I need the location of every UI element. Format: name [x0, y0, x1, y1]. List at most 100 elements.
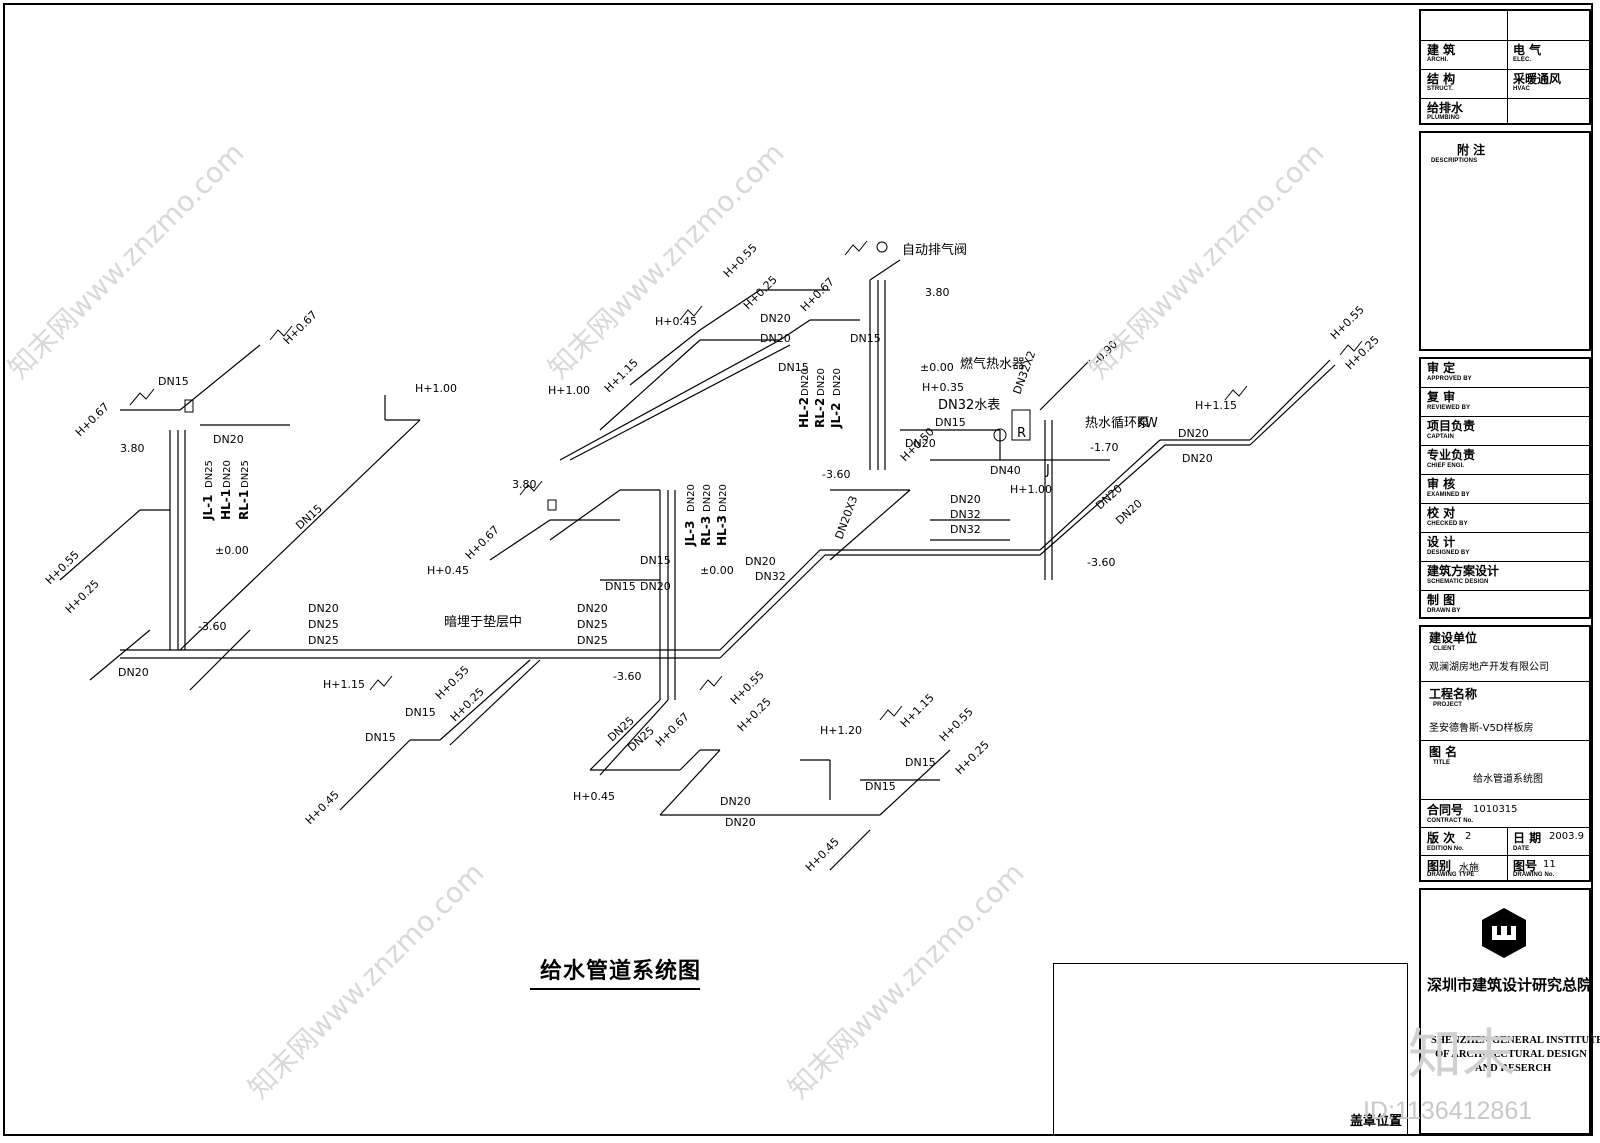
- label-dn20: DN20: [832, 368, 843, 396]
- label-h045: H+0.45: [573, 790, 615, 803]
- discipline-hvac: 采暖通风: [1513, 72, 1562, 86]
- edition-value: 2: [1465, 831, 1472, 842]
- label-dn20: DN20: [1113, 497, 1145, 527]
- label-dn20: DN20: [640, 580, 671, 593]
- sheet-border: [3, 3, 1593, 1136]
- label-el000: ±0.00: [215, 544, 249, 557]
- title-underline: [530, 988, 700, 990]
- firm-name-cn: 深圳市建筑设计研究总院: [1427, 976, 1593, 994]
- label-el380: 3.80: [512, 478, 537, 491]
- riser-jl1: JL-1: [201, 495, 215, 521]
- label-pump-power: KW: [1137, 416, 1158, 431]
- signoff-approved: 审 定: [1427, 361, 1456, 375]
- edition-label: 版 次: [1427, 831, 1456, 845]
- label-h025: H+0.25: [63, 577, 102, 616]
- riser-jl3: JL-3: [683, 521, 697, 547]
- label-h045: H+0.45: [303, 788, 342, 827]
- label-dn40: DN40: [990, 464, 1021, 477]
- watermark-text: 知末网www.znzmo.com: [2, 136, 251, 385]
- label-j-tag: J: [1045, 463, 1050, 478]
- stamp-area: [1053, 963, 1408, 1135]
- label-dn15: DN15: [365, 731, 396, 744]
- label-dn15: DN15: [778, 361, 809, 374]
- discipline-elec: 电 气: [1513, 43, 1542, 57]
- drawing-no-label: 图号: [1513, 859, 1538, 873]
- label-elm360: -3.60: [613, 670, 641, 683]
- label-h115: H+1.15: [898, 691, 937, 730]
- firm-box: 深圳市建筑设计研究总院 SHENZHEN GENERAL INSTITUTE O…: [1419, 888, 1600, 1135]
- label-dn15: DN15: [935, 416, 966, 429]
- label-el000: ±0.00: [920, 361, 954, 374]
- label-dn20: DN20: [118, 666, 149, 679]
- signoff-designed: 设 计: [1427, 535, 1456, 549]
- label-h045: H+0.45: [803, 835, 842, 874]
- label-dn20: DN20: [720, 795, 751, 808]
- label-dn25: DN25: [308, 634, 339, 647]
- riser-hl3: HL-3: [715, 515, 729, 546]
- riser-hl1: HL-1: [219, 489, 233, 520]
- label-dn25: DN25: [204, 460, 215, 488]
- label-h055: H+0.55: [937, 705, 976, 744]
- label-dn15: DN15: [865, 780, 896, 793]
- label-h045: H+0.45: [655, 315, 697, 328]
- watermark-text: 知末网www.znzmo.com: [782, 856, 1031, 1105]
- notes-title: 附 注: [1457, 143, 1486, 157]
- signoff-captain: 项目负责: [1427, 419, 1476, 433]
- label-el380: 3.80: [925, 286, 950, 299]
- label-dn15: DN15: [850, 332, 881, 345]
- elevation-labels: H+1.00 H+1.00 H+1.00 H+0.45 H+0.45 H+0.4…: [43, 241, 1382, 874]
- label-h025: H+0.25: [741, 273, 780, 312]
- label-dn25: DN25: [577, 618, 608, 631]
- label-dn20: DN20: [213, 433, 244, 446]
- riser-rl3: RL-3: [699, 516, 713, 546]
- riser-hl2: HL-2: [797, 397, 811, 428]
- label-elm360: -3.60: [1087, 556, 1115, 569]
- label-dn15: DN15: [293, 502, 325, 532]
- label-dn20: DN20: [725, 816, 756, 829]
- label-el380: 3.80: [120, 442, 145, 455]
- watermark-id: ID:1136412861: [1363, 1097, 1533, 1125]
- firm-logo-icon: [1482, 908, 1526, 958]
- label-el000: ±0.00: [700, 564, 734, 577]
- title-value: 给水管道系统图: [1473, 774, 1543, 785]
- label-dn25: DN25: [577, 634, 608, 647]
- signoff-checked: 校 对: [1427, 506, 1456, 520]
- riser-jl2: JL-2: [829, 403, 843, 429]
- watermark-text: 知末网www.znzmo.com: [542, 136, 791, 385]
- callout-labels: 自动排气阀 燃气热水器 DN32水表 热水循环泵 KW R J 暗埋于垫层中: [444, 242, 1158, 630]
- title-label: 图 名: [1429, 745, 1458, 759]
- label-dn20: DN20: [577, 602, 608, 615]
- drawing-no-value: 11: [1543, 859, 1556, 870]
- label-h055: H+0.55: [721, 241, 760, 280]
- firm-name-en-3: AND RESERCH: [1475, 1063, 1552, 1074]
- date-label: 日 期: [1513, 831, 1542, 845]
- label-dn20: DN20: [760, 332, 791, 345]
- label-dn32: DN32: [950, 523, 981, 536]
- client-label: 建设单位: [1429, 631, 1478, 645]
- label-dn15: DN15: [158, 375, 189, 388]
- label-dn20x3: DN20X3: [833, 494, 861, 541]
- project-info-box: 建设单位 CLIENT 观澜湖房地产开发有限公司 工程名称 PROJECT 圣安…: [1419, 625, 1591, 882]
- stamp-label: 盖章位置: [1350, 1114, 1403, 1129]
- label-dn32: DN32: [950, 508, 981, 521]
- label-auto-vent: 自动排气阀: [902, 242, 967, 258]
- label-dn20: DN20: [1182, 452, 1213, 465]
- label-dn15: DN15: [905, 756, 936, 769]
- label-dn25: DN25: [308, 618, 339, 631]
- label-circ-pump: 热水循环泵: [1085, 416, 1150, 431]
- label-h067: H+0.67: [281, 308, 320, 347]
- riser-rl2: RL-2: [813, 398, 827, 428]
- label-dn20: DN20: [800, 368, 811, 396]
- contract-label: 合同号: [1427, 803, 1464, 817]
- drawing-type-label: 图别: [1427, 859, 1452, 873]
- label-dn20: DN20: [816, 368, 827, 396]
- project-value: 圣安德鲁斯-V5D样板房: [1429, 723, 1534, 734]
- label-h100: H+1.00: [415, 382, 457, 395]
- label-h067: H+0.67: [798, 275, 837, 314]
- pipe-labels: DN15 DN20 DN15 DN20 DN20 DN25 DN25 DN20 …: [118, 312, 1213, 829]
- label-embedded-note: 暗埋于垫层中: [444, 614, 522, 630]
- notes-box: 附 注 DESCRIPTIONS: [1419, 131, 1591, 351]
- client-value: 观澜湖房地产开发有限公司: [1429, 662, 1549, 673]
